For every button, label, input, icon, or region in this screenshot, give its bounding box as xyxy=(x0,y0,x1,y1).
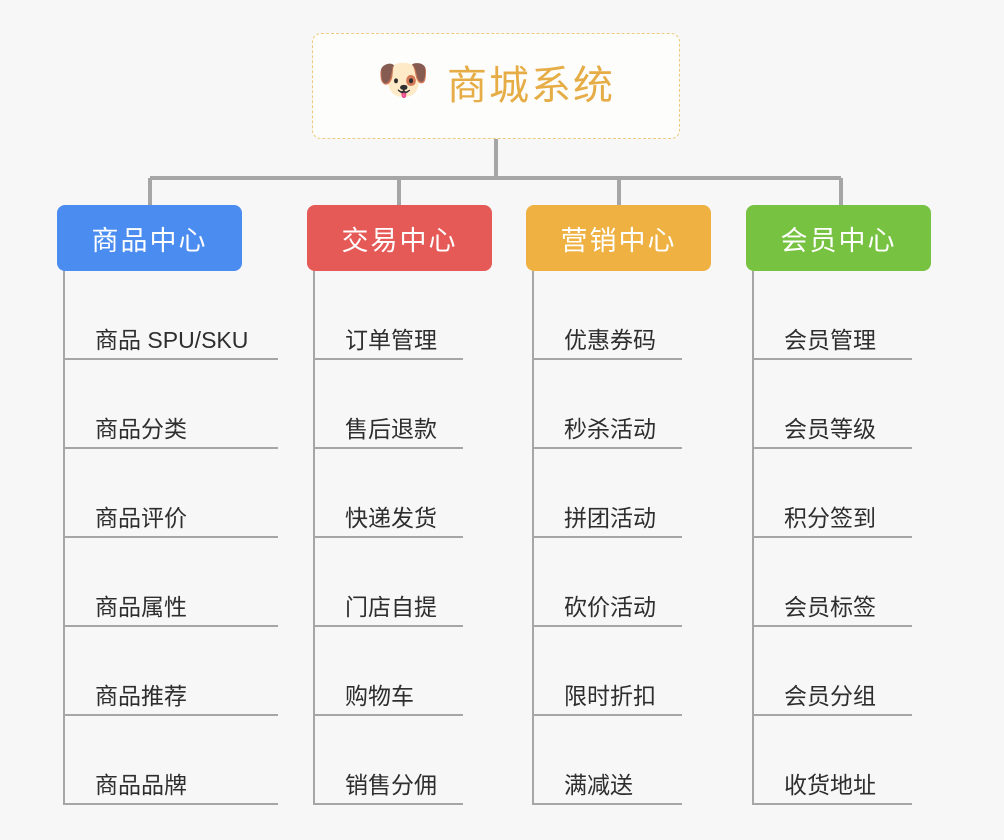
root-title: 商城系统 xyxy=(447,64,615,108)
leaf-label: 商品 SPU/SKU xyxy=(95,326,249,353)
leaf-underline xyxy=(752,447,912,449)
leaf-underline xyxy=(752,536,912,538)
leaf-underline xyxy=(752,803,912,805)
leaf-label: 积分签到 xyxy=(784,504,876,531)
leaf-underline xyxy=(63,803,278,805)
leaf-item[interactable]: 积分签到 xyxy=(746,449,931,538)
leaf-underline xyxy=(752,625,912,627)
branch-trade-center: 交易中心 订单管理 售后退款 快递发货 门店自提 购物车 xyxy=(307,205,492,805)
branch-header-2[interactable]: 营销中心 xyxy=(526,205,711,271)
leaf-underline xyxy=(752,714,912,716)
leaf-underline xyxy=(313,803,463,805)
leaf-label: 限时折扣 xyxy=(564,682,656,709)
leaf-underline xyxy=(313,447,463,449)
branch-stem-2 xyxy=(532,271,534,805)
branch-leaf-list-3: 会员管理 会员等级 积分签到 会员标签 会员分组 收货地址 xyxy=(746,271,931,805)
leaf-item[interactable]: 商品品牌 xyxy=(57,716,278,805)
branch-leaf-list-0: 商品 SPU/SKU 商品分类 商品评价 商品属性 商品推荐 商品品牌 xyxy=(57,271,278,805)
leaf-item[interactable]: 会员标签 xyxy=(746,538,931,627)
branch-leaf-list-1: 订单管理 售后退款 快递发货 门店自提 购物车 销售分佣 xyxy=(307,271,492,805)
leaf-label: 购物车 xyxy=(345,682,414,709)
branch-product-center: 商品中心 商品 SPU/SKU 商品分类 商品评价 商品属性 商品推荐 xyxy=(57,205,278,805)
dog-face-icon: 🐶 xyxy=(377,56,430,103)
leaf-item[interactable]: 商品 SPU/SKU xyxy=(57,271,278,360)
leaf-label: 商品品牌 xyxy=(95,771,187,798)
leaf-underline xyxy=(752,358,912,360)
leaf-underline xyxy=(313,358,463,360)
leaf-underline xyxy=(313,536,463,538)
leaf-label: 商品推荐 xyxy=(95,682,187,709)
leaf-label: 商品分类 xyxy=(95,415,187,442)
leaf-underline xyxy=(313,714,463,716)
leaf-item[interactable]: 购物车 xyxy=(307,627,492,716)
leaf-label: 销售分佣 xyxy=(345,771,437,798)
leaf-item[interactable]: 会员分组 xyxy=(746,627,931,716)
leaf-item[interactable]: 门店自提 xyxy=(307,538,492,627)
leaf-item[interactable]: 限时折扣 xyxy=(526,627,711,716)
leaf-underline xyxy=(63,447,278,449)
leaf-label: 售后退款 xyxy=(345,415,437,442)
branch-stem-1 xyxy=(313,271,315,805)
leaf-label: 快递发货 xyxy=(345,504,437,531)
leaf-item[interactable]: 收货地址 xyxy=(746,716,931,805)
leaf-label: 优惠券码 xyxy=(564,326,656,353)
leaf-underline xyxy=(63,714,278,716)
branch-header-1[interactable]: 交易中心 xyxy=(307,205,492,271)
branch-header-label-1: 交易中心 xyxy=(341,225,458,256)
leaf-label: 商品属性 xyxy=(95,593,187,620)
leaf-label: 砍价活动 xyxy=(564,593,656,620)
leaf-underline xyxy=(532,714,682,716)
leaf-item[interactable]: 快递发货 xyxy=(307,449,492,538)
leaf-underline xyxy=(532,447,682,449)
leaf-item[interactable]: 售后退款 xyxy=(307,360,492,449)
branch-header-label-0: 商品中心 xyxy=(91,225,208,256)
leaf-item[interactable]: 会员管理 xyxy=(746,271,931,360)
branch-marketing-center: 营销中心 优惠券码 秒杀活动 拼团活动 砍价活动 限时折扣 xyxy=(526,205,711,805)
leaf-underline xyxy=(532,803,682,805)
leaf-item[interactable]: 砍价活动 xyxy=(526,538,711,627)
branch-header-label-2: 营销中心 xyxy=(560,225,677,256)
branch-header-3[interactable]: 会员中心 xyxy=(746,205,931,271)
leaf-underline xyxy=(63,536,278,538)
leaf-label: 会员管理 xyxy=(784,326,876,353)
leaf-item[interactable]: 秒杀活动 xyxy=(526,360,711,449)
leaf-underline xyxy=(63,625,278,627)
leaf-item[interactable]: 商品评价 xyxy=(57,449,278,538)
leaf-label: 秒杀活动 xyxy=(564,415,656,442)
leaf-underline xyxy=(313,625,463,627)
branch-header-label-3: 会员中心 xyxy=(780,225,897,256)
branch-leaf-list-2: 优惠券码 秒杀活动 拼团活动 砍价活动 限时折扣 满减送 xyxy=(526,271,711,805)
leaf-underline xyxy=(532,536,682,538)
root-node[interactable]: 🐶 商城系统 xyxy=(312,33,680,139)
leaf-label: 门店自提 xyxy=(345,593,437,620)
leaf-label: 收货地址 xyxy=(784,771,876,798)
leaf-label: 拼团活动 xyxy=(564,504,656,531)
leaf-item[interactable]: 商品属性 xyxy=(57,538,278,627)
leaf-label: 商品评价 xyxy=(95,504,187,531)
leaf-item[interactable]: 商品分类 xyxy=(57,360,278,449)
leaf-item[interactable]: 商品推荐 xyxy=(57,627,278,716)
leaf-label: 订单管理 xyxy=(345,326,437,353)
leaf-label: 会员标签 xyxy=(784,593,876,620)
leaf-item[interactable]: 会员等级 xyxy=(746,360,931,449)
branch-stem-0 xyxy=(63,271,65,805)
leaf-underline xyxy=(532,625,682,627)
branch-stem-3 xyxy=(752,271,754,805)
branch-header-0[interactable]: 商品中心 xyxy=(57,205,242,271)
leaf-item[interactable]: 优惠券码 xyxy=(526,271,711,360)
leaf-label: 会员分组 xyxy=(784,682,876,709)
leaf-item[interactable]: 满减送 xyxy=(526,716,711,805)
leaf-item[interactable]: 订单管理 xyxy=(307,271,492,360)
leaf-label: 满减送 xyxy=(564,771,633,798)
leaf-underline xyxy=(532,358,682,360)
leaf-underline xyxy=(63,358,278,360)
leaf-item[interactable]: 拼团活动 xyxy=(526,449,711,538)
leaf-item[interactable]: 销售分佣 xyxy=(307,716,492,805)
branch-member-center: 会员中心 会员管理 会员等级 积分签到 会员标签 会员分组 xyxy=(746,205,931,805)
leaf-label: 会员等级 xyxy=(784,415,876,442)
